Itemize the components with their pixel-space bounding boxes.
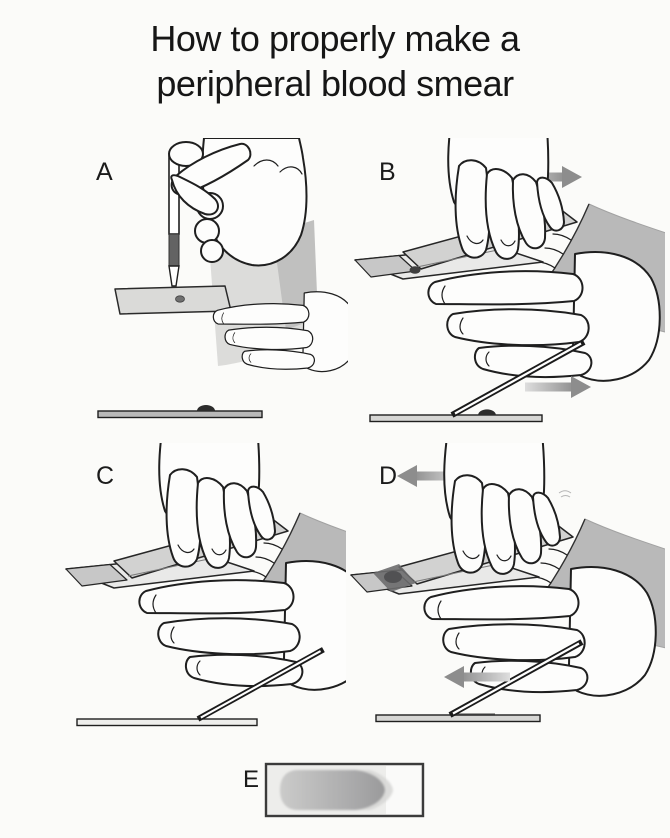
pinch-fingers xyxy=(168,141,252,216)
blood-smear-result xyxy=(280,770,393,810)
title-line-2: peripheral blood smear xyxy=(156,63,514,104)
glass-slide xyxy=(114,285,232,315)
stray-mark xyxy=(558,490,572,498)
blood-in-tube xyxy=(168,233,180,267)
blood-smear xyxy=(373,564,416,592)
arrow-right-icon xyxy=(525,376,591,398)
panel-a-label: A xyxy=(96,158,113,186)
side-view-slide xyxy=(97,410,263,419)
panel-e-illustration xyxy=(264,762,425,818)
side-view-drop xyxy=(478,409,496,416)
panel-d-label: D xyxy=(379,462,398,490)
side-view-a xyxy=(97,405,263,419)
blood-drop xyxy=(175,295,185,303)
title-line-1: How to properly make a xyxy=(150,18,520,59)
spreading-setup xyxy=(355,138,665,381)
panel-e-label: E xyxy=(243,766,260,793)
side-view-d xyxy=(375,642,582,723)
side-view-b xyxy=(369,342,591,423)
panel-c-illustration xyxy=(58,443,346,727)
feathered-edge xyxy=(356,770,393,810)
panel-b-illustration xyxy=(340,138,665,423)
panel-a-illustration xyxy=(97,138,348,419)
side-view-slide xyxy=(76,718,258,727)
panel-d-illustration xyxy=(343,443,665,723)
side-view-slide xyxy=(375,714,541,723)
side-view-c xyxy=(76,650,323,727)
page-title: How to properly make a peripheral blood … xyxy=(0,16,670,106)
blood-drop xyxy=(409,266,421,274)
spreading-setup xyxy=(66,443,346,690)
panel-b-label: B xyxy=(379,158,396,186)
panel-c-label: C xyxy=(96,462,115,490)
